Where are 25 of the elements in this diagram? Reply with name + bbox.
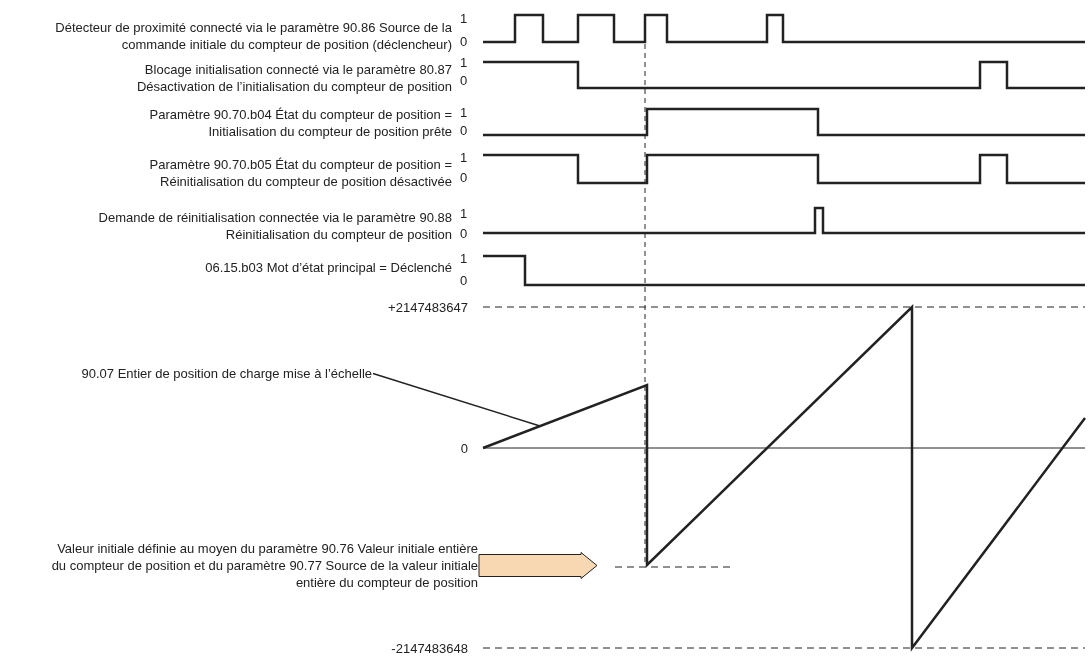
level-label: 0: [460, 122, 468, 139]
callout-text: 90.07 Entier de position de charge mise à l’échelle: [0, 365, 372, 382]
level-label: 1: [460, 10, 468, 27]
signal-label: 06.15.b03 Mot d’état principal = Déclenché: [204, 259, 452, 276]
signal-label: Demande de réinitialisation connectée via le paramètre 90.88 Réinitialisation du compteur de position: [97, 209, 452, 243]
level-label: 0: [460, 272, 468, 289]
value-label: -2147483648: [390, 640, 468, 657]
level-label: 1: [460, 250, 468, 267]
level-label: 0: [460, 72, 468, 89]
level-label: 0: [460, 169, 468, 186]
level-label: 1: [460, 149, 468, 166]
signal-label: Blocage initialisation connecté via le paramètre 80.87 Désactivation de l’initialisation du compteur de position: [135, 61, 452, 95]
signal-label: Paramètre 90.70.b05 État du compteur de position = Réinitialisation du compteur de position désactivée: [148, 156, 452, 190]
signal-label: Paramètre 90.70.b04 État du compteur de position = Initialisation du compteur de position prête: [148, 106, 452, 140]
value-label: +2147483647: [387, 299, 468, 316]
leader-line: [372, 372, 541, 427]
level-label: 1: [460, 205, 468, 222]
level-label: 0: [460, 33, 468, 50]
level-label: 0: [460, 225, 468, 242]
level-label: 1: [460, 104, 468, 121]
value-label: 0: [459, 440, 468, 457]
block-arrow: [478, 552, 598, 579]
callout-text: Valeur initiale définie au moyen du paramètre 90.76 Valeur initiale entière du compteur de position et du paramètre 90.77 Source de la valeur initiale entière du compteur de position: [40, 540, 478, 591]
signal-label: Détecteur de proximité connecté via le paramètre 90.86 Source de la commande initiale du compteur de position (déclencheur): [54, 19, 452, 53]
level-label: 1: [460, 54, 468, 71]
